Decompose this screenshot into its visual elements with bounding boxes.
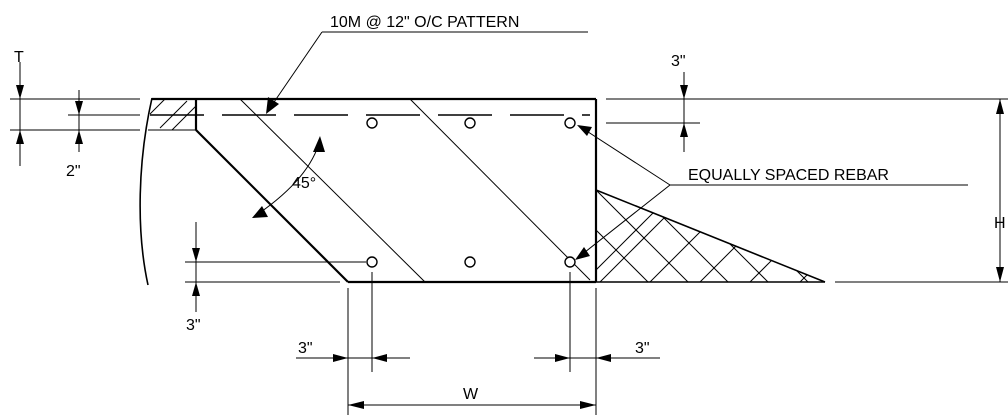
three-bottom-left-label: 3" (298, 340, 313, 357)
two-inch-label: 2" (66, 163, 81, 180)
existing-slab-edge (139, 97, 197, 286)
h-label: H (994, 215, 1006, 232)
concrete-hatch (239, 98, 591, 283)
bottom-cover-dimension: 3" (185, 222, 366, 334)
pattern-leader: 10M @ 12" O/C PATTERN (266, 14, 588, 114)
height-dimension: H (606, 98, 1008, 283)
side-cover-dimensions: 3" 3" (296, 272, 660, 415)
rebar-bottom-right (564, 256, 576, 268)
rebar-top-middle (464, 117, 476, 129)
rebar-top-left (366, 117, 378, 129)
angle-dimension: 45° (252, 136, 325, 218)
t-label: T (14, 49, 24, 66)
three-left-label: 3" (186, 317, 201, 334)
rebar-set (366, 117, 576, 268)
w-label: W (463, 386, 479, 403)
rebar-top-right (564, 117, 576, 129)
angle-label: 45° (292, 175, 316, 192)
top-cover-dimension: 3" (606, 53, 700, 152)
rebar-bottom-middle (464, 256, 476, 268)
footing-outline (194, 97, 598, 284)
rebar-bottom-left (366, 256, 378, 268)
rebar-leader: EQUALLY SPACED REBAR (575, 125, 968, 260)
rebar-label: EQUALLY SPACED REBAR (688, 167, 889, 184)
pattern-label: 10M @ 12" O/C PATTERN (330, 14, 519, 31)
thickness-dimension: T 2" (10, 49, 140, 180)
three-top-label: 3" (671, 53, 686, 70)
three-bottom-right-label: 3" (635, 340, 650, 357)
width-dimension: W (348, 386, 596, 409)
